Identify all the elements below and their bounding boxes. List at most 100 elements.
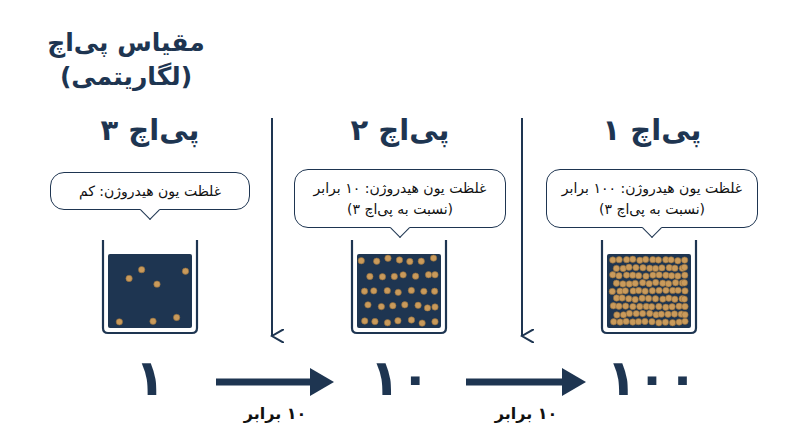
hydrogen-ion-dot — [154, 281, 160, 287]
hydrogen-ion-dot — [666, 295, 672, 301]
hydrogen-ion-dot — [652, 296, 658, 302]
hydrogen-ion-dot — [395, 318, 401, 324]
hydrogen-ion-dot — [609, 288, 615, 294]
hydrogen-ion-dot — [358, 257, 364, 263]
hydrogen-ion-dot — [672, 265, 678, 271]
hydrogen-ion-dot — [642, 318, 648, 324]
hydrogen-ion-dot — [617, 319, 623, 325]
hydrogen-ion-dot — [682, 303, 688, 309]
hydrogen-ion-dot — [620, 312, 626, 318]
hydrogen-ion-dot — [418, 258, 424, 264]
hydrogen-ion-dot — [672, 280, 678, 286]
hydrogen-ion-dot — [622, 288, 628, 294]
hydrogen-ion-dot — [626, 296, 632, 302]
hydrogen-ion-dot — [379, 274, 385, 280]
hydrogen-ion-dot — [385, 255, 391, 261]
hydrogen-ion-dot — [675, 273, 681, 279]
hydrogen-ion-dot — [619, 295, 625, 301]
hydrogen-ion-dot — [173, 314, 179, 320]
hydrogen-ion-dot — [646, 280, 652, 286]
hydrogen-ion-dot — [425, 271, 431, 277]
hydrogen-ion-dot — [408, 287, 414, 293]
hydrogen-ion-dot — [676, 303, 682, 309]
hydrogen-ion-dot — [668, 273, 674, 279]
ratio-arrow — [466, 379, 564, 386]
hydrogen-ion-dot — [616, 273, 622, 279]
bubble-text: غلظت یون هیدروژن: ۱۰ برابر (نسبت به پی‌ا… — [305, 178, 495, 219]
hydrogen-ion-dot — [656, 272, 662, 278]
hydrogen-ion-dot — [415, 302, 421, 308]
hydrogen-ion-dot — [623, 272, 629, 278]
hydrogen-ion-dot — [663, 304, 669, 310]
hydrogen-ion-dot — [616, 256, 622, 262]
hydrogen-ion-dot — [630, 303, 636, 309]
hydrogen-ion-dot — [650, 272, 656, 278]
hydrogen-ion-dot — [150, 318, 156, 324]
hydrogen-ion-dot — [663, 272, 669, 278]
beaker-liquid — [607, 254, 691, 328]
hydrogen-ion-dot — [639, 295, 645, 301]
hydrogen-ion-dot — [390, 302, 396, 308]
speech-bubble: پی‌اچ ۲غلظت یون هیدروژن: ۱۰ برابر (نسبت … — [294, 169, 506, 228]
hydrogen-ion-dot — [623, 256, 629, 262]
hydrogen-ion-dot — [384, 287, 390, 293]
hydrogen-ion-dot — [668, 257, 674, 263]
ph-heading: پی‌اچ ۱ — [497, 113, 800, 147]
hydrogen-ion-dot — [391, 273, 397, 279]
hydrogen-ion-dot — [643, 273, 649, 279]
hydrogen-ion-dot — [432, 304, 438, 310]
hydrogen-ion-dot — [656, 287, 662, 293]
hydrogen-ion-dot — [639, 280, 645, 286]
hydrogen-ion-dot — [663, 287, 669, 293]
hydrogen-ion-dot — [635, 272, 641, 278]
hydrogen-ion-dot — [371, 288, 377, 294]
hydrogen-ion-dot — [671, 311, 677, 317]
value-node: ۱ — [90, 348, 210, 408]
hydrogen-ion-dot — [656, 320, 662, 326]
hydrogen-ion-dot — [402, 302, 408, 308]
hydrogen-ion-dot — [361, 288, 367, 294]
beaker-liquid — [357, 254, 441, 328]
hydrogen-ion-dot — [182, 268, 188, 274]
hydrogen-ion-dot — [652, 279, 658, 285]
ratio-number: ۱ — [90, 348, 210, 408]
divider-arrow — [521, 118, 523, 336]
hydrogen-ion-dot — [647, 265, 653, 271]
hydrogen-ion-dot — [616, 303, 622, 309]
hydrogen-ion-dot — [665, 281, 671, 287]
hydrogen-ion-dot — [408, 317, 414, 323]
hydrogen-ion-dot — [655, 257, 661, 263]
hydrogen-ion-dot — [126, 275, 132, 281]
hydrogen-ion-dot — [669, 304, 675, 310]
hydrogen-ion-dot — [384, 320, 390, 326]
hydrogen-ion-dot — [620, 281, 626, 287]
hydrogen-ion-dot — [660, 296, 666, 302]
hydrogen-ion-dot — [424, 305, 430, 311]
beaker-wall — [602, 240, 696, 333]
beaker — [352, 240, 446, 333]
hydrogen-ion-dot — [681, 296, 687, 302]
hydrogen-ion-dot — [675, 258, 681, 264]
hydrogen-ion-dot — [362, 318, 368, 324]
hydrogen-ion-dot — [116, 319, 122, 325]
hydrogen-ion-dot — [373, 258, 379, 264]
hydrogen-ion-dot — [681, 280, 687, 286]
hydrogen-ion-dot — [656, 303, 662, 309]
ph-heading: پی‌اچ ۲ — [245, 113, 555, 147]
hydrogen-ion-dot — [633, 264, 639, 270]
hydrogen-ion-dot — [639, 310, 645, 316]
beaker-liquid — [108, 254, 192, 328]
hydrogen-ion-dot — [665, 311, 671, 317]
hydrogen-ion-dot — [623, 318, 629, 324]
speech-bubble: پی‌اچ ۳غلظت یون هیدروژن: کم — [50, 172, 250, 210]
hydrogen-ion-dot — [626, 281, 632, 287]
hydrogen-ion-dot — [681, 257, 687, 263]
hydrogen-ion-dot — [407, 258, 413, 264]
hydrogen-ion-dot — [635, 287, 641, 293]
hydrogen-ion-dot — [367, 273, 373, 279]
hydrogen-ion-dot — [658, 311, 664, 317]
hydrogen-ion-dot — [365, 302, 371, 308]
hydrogen-ion-dot — [431, 288, 437, 294]
hydrogen-ion-dot — [669, 319, 675, 325]
